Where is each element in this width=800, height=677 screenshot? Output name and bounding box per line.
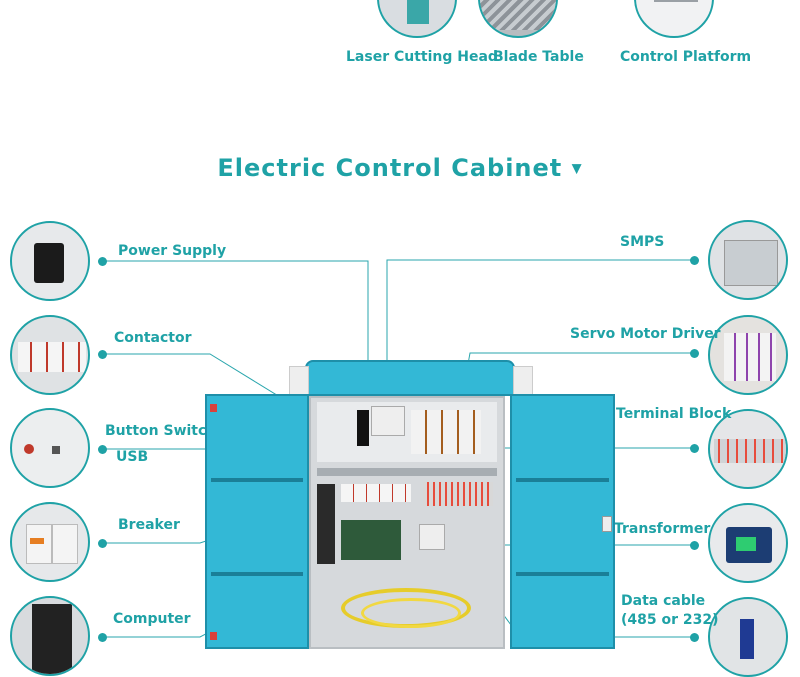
transformer-dot: [690, 541, 699, 550]
cabinet-hood: [305, 360, 515, 396]
servo-thumb: [708, 315, 788, 395]
contactor-dot: [98, 350, 107, 359]
label-smps: SMPS: [620, 234, 665, 250]
power-supply-thumb: [10, 221, 90, 301]
servo-dot: [690, 349, 699, 358]
button-switch-dot: [98, 445, 107, 454]
label-breaker: Breaker: [118, 517, 180, 533]
label-contactor: Contactor: [114, 330, 192, 346]
label-control-platform: Control Platform: [620, 49, 752, 65]
section-title-text: Electric Control Cabinet: [217, 154, 563, 182]
section-title: Electric Control Cabinet ▼: [0, 154, 800, 182]
terminal-dot: [690, 444, 699, 453]
label-terminal: Terminal Block: [616, 406, 732, 422]
smps-thumb: [708, 220, 788, 300]
label-power-supply: Power Supply: [118, 243, 227, 259]
breaker-thumb: [10, 502, 90, 582]
button-switch-thumb: [10, 408, 90, 488]
label-data-cable-1: Data cable: [621, 593, 706, 609]
transformer-thumb: [708, 503, 788, 583]
label-servo: Servo Motor Driver: [570, 326, 721, 342]
cabinet-door-right: [510, 394, 615, 649]
contactor-thumb: [10, 315, 90, 395]
computer-dot: [98, 633, 107, 642]
chevron-down-icon: ▼: [571, 161, 583, 177]
computer-thumb: [10, 596, 90, 676]
terminal-thumb: [708, 409, 788, 489]
cabinet: [205, 360, 615, 649]
smps-dot: [690, 256, 699, 265]
power-supply-dot: [98, 257, 107, 266]
label-computer: Computer: [113, 611, 191, 627]
label-usb: USB: [116, 449, 149, 465]
label-laser-head: Laser Cutting Head: [346, 49, 498, 65]
data-cable-thumb: [708, 597, 788, 677]
cabinet-interior: [309, 396, 505, 649]
label-blade-table: Blade Table: [493, 49, 584, 65]
cabinet-door-left: [205, 394, 309, 649]
label-data-cable-2: (485 or 232): [621, 612, 719, 628]
data-cable-dot: [690, 633, 699, 642]
label-transformer: Transformer: [614, 521, 711, 537]
breaker-dot: [98, 539, 107, 548]
label-button-switch: Button Switch: [105, 423, 217, 439]
